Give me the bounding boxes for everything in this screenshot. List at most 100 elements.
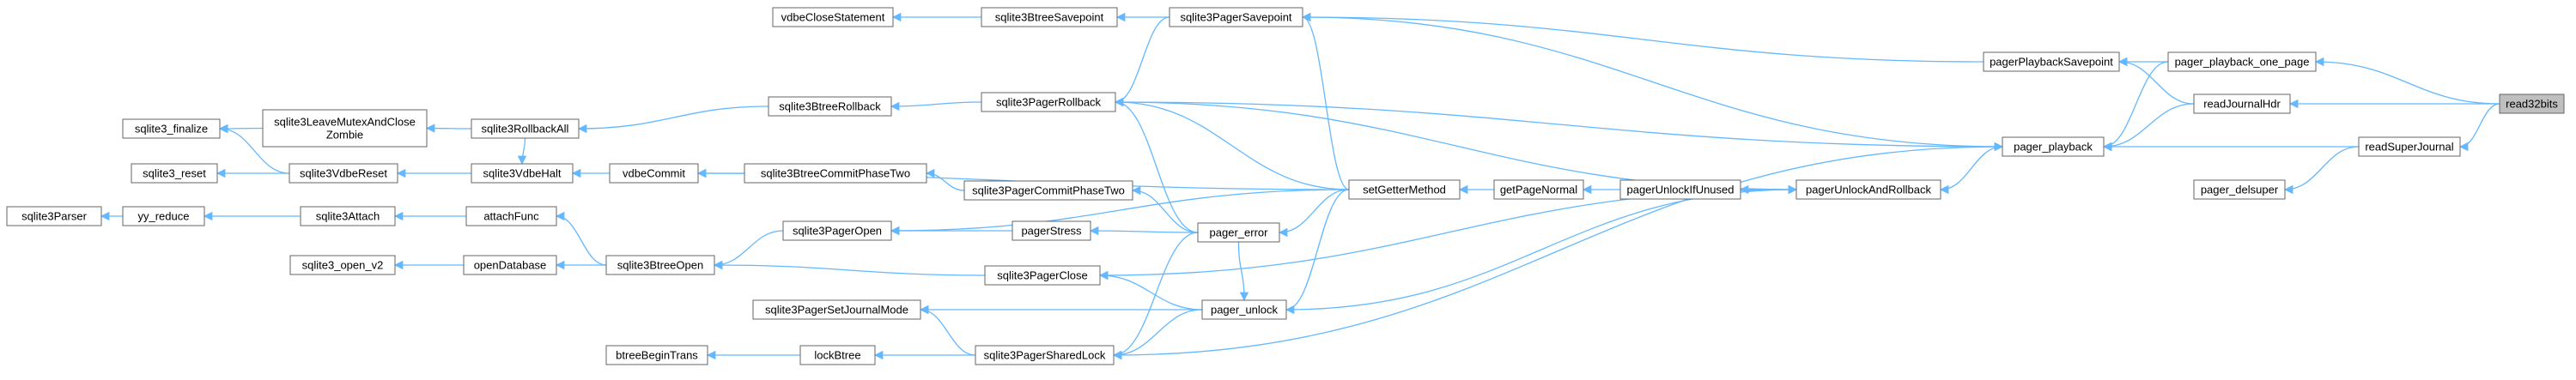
- edge-sqlite3-pager-open-to-sqlite3-btree-open: [713, 230, 784, 270]
- node-sqlite3-attach[interactable]: sqlite3Attach: [300, 206, 396, 226]
- edge-sqlite3-pager-close-to-sqlite3-btree-open: [713, 260, 986, 276]
- node-sqlite3-finalize[interactable]: sqlite3_finalize: [122, 118, 221, 139]
- node-sqlite3-btree-commit-phase-two[interactable]: sqlite3BtreeCommitPhaseTwo: [744, 163, 927, 184]
- node-read-journal-hdr[interactable]: readJournalHdr: [2193, 93, 2291, 114]
- node-label: pager_unlock: [1211, 304, 1279, 317]
- node-sqlite3-pager-open[interactable]: sqlite3PagerOpen: [782, 220, 892, 241]
- node-open-database[interactable]: openDatabase: [463, 255, 557, 275]
- node-box: [799, 345, 876, 365]
- edge-sqlite3-vdbe-reset-to-sqlite3-finalize: [218, 124, 290, 174]
- node-get-page-normal[interactable]: getPageNormal: [1493, 179, 1584, 200]
- node-label: attachFunc: [483, 210, 539, 223]
- node-box: [1983, 51, 2120, 72]
- node-pager-playback-one-page[interactable]: pager_playback_one_page: [2167, 51, 2317, 72]
- node-sqlite3-open-v2[interactable]: sqlite3_open_v2: [289, 255, 396, 275]
- node-sqlite3-reset[interactable]: sqlite3_reset: [131, 163, 218, 184]
- node-label: btreeBeginTrans: [616, 349, 698, 362]
- edge-pager-playback-one-page-to-pager-playback: [2102, 61, 2169, 152]
- node-sqlite3-pager-savepoint[interactable]: sqlite3PagerSavepoint: [1169, 7, 1303, 27]
- node-yy-reduce[interactable]: yy_reduce: [122, 206, 205, 226]
- node-box: [1169, 7, 1303, 27]
- edge-set-getter-method-to-pager-error: [1278, 189, 1350, 238]
- node-btree-begin-trans[interactable]: btreeBeginTrans: [605, 345, 708, 365]
- edge-set-getter-method-to-sqlite3-pager-open: [890, 189, 1350, 236]
- edge-set-getter-method-to-sqlite3-pager-savepoint: [1301, 12, 1350, 190]
- node-label: pagerStress: [1021, 225, 1082, 238]
- node-label: readJournalHdr: [2203, 98, 2281, 111]
- node-box: [1348, 179, 1461, 200]
- node-vdbe-close-statement[interactable]: vdbeCloseStatement: [772, 7, 894, 27]
- edge-pager-error-to-pager-unlock: [1237, 241, 1249, 302]
- node-read32bits[interactable]: read32bits: [2499, 93, 2565, 114]
- node-sqlite3-pager-commit-phase-two[interactable]: sqlite3PagerCommitPhaseTwo: [963, 180, 1133, 201]
- edge-sqlite3-pager-commit-phase-two-to-sqlite3-btree-commit-phase-two: [925, 168, 965, 191]
- node-pager-stress[interactable]: pagerStress: [1012, 220, 1091, 241]
- node-label: sqlite3PagerCommitPhaseTwo: [972, 184, 1125, 197]
- node-box: [984, 265, 1101, 286]
- edge-read-super-journal-to-pager-delsuper: [2283, 146, 2360, 195]
- node-sqlite3-pager-close[interactable]: sqlite3PagerClose: [984, 265, 1101, 286]
- node-box: [605, 255, 715, 275]
- node-label: pager_delsuper: [2201, 184, 2279, 196]
- node-pager-playback[interactable]: pager_playback: [2002, 136, 2105, 157]
- node-box: [981, 7, 1118, 27]
- node-sqlite3-btree-rollback[interactable]: sqlite3BtreeRollback: [768, 96, 892, 117]
- node-pager-unlock[interactable]: pager_unlock: [1201, 299, 1287, 320]
- node-box: [122, 206, 205, 226]
- node-sqlite3-vdbe-reset[interactable]: sqlite3VdbeReset: [289, 163, 398, 184]
- node-pager-playback-savepoint[interactable]: pagerPlaybackSavepoint: [1983, 51, 2120, 72]
- node-label: setGetterMethod: [1363, 184, 1446, 196]
- node-sqlite3-pager-rollback[interactable]: sqlite3PagerRollback: [981, 92, 1116, 112]
- edge-pager-unlock-to-sqlite3-pager-shared-lock: [1112, 309, 1203, 360]
- node-box: [2499, 93, 2565, 114]
- node-read-super-journal[interactable]: readSuperJournal: [2358, 136, 2461, 157]
- node-set-getter-method[interactable]: setGetterMethod: [1348, 179, 1461, 200]
- node-label: sqlite3BtreeOpen: [617, 259, 703, 272]
- node-label: sqlite3_open_v2: [302, 259, 384, 272]
- node-label: sqlite3LeaveMutexAndClose: [274, 116, 416, 129]
- node-box: [1012, 220, 1091, 241]
- edge-layer: [100, 12, 2500, 360]
- edge-pager-playback-to-sqlite3-pager-shared-lock: [1112, 146, 2003, 360]
- node-pager-unlock-if-unused[interactable]: pagerUnlockIfUnused: [1619, 179, 1741, 200]
- node-label: vdbeCloseStatement: [781, 11, 885, 24]
- node-box: [289, 163, 398, 184]
- node-pager-delsuper[interactable]: pager_delsuper: [2193, 179, 2286, 200]
- edge-set-getter-method-to-pager-unlock: [1285, 189, 1350, 315]
- node-box: [465, 206, 557, 226]
- node-box: [981, 92, 1116, 112]
- node-box: [122, 118, 221, 139]
- node-sqlite3-btree-open[interactable]: sqlite3BtreeOpen: [605, 255, 715, 275]
- node-sqlite3-rollback-all[interactable]: sqlite3RollbackAll: [471, 118, 580, 139]
- node-label: pagerPlaybackSavepoint: [1990, 56, 2113, 69]
- node-label: pagerUnlockAndRollback: [1806, 184, 1931, 196]
- node-label: lockBtree: [814, 349, 860, 362]
- node-box: [752, 299, 921, 320]
- edge-pager-unlock-to-sqlite3-pager-close: [1098, 270, 1203, 311]
- node-label: sqlite3PagerSavepoint: [1180, 11, 1291, 24]
- node-box: [2193, 179, 2286, 200]
- node-label: pagerUnlockIfUnused: [1626, 184, 1734, 196]
- node-lock-btree[interactable]: lockBtree: [799, 345, 876, 365]
- node-sqlite3-vdbe-halt[interactable]: sqlite3VdbeHalt: [471, 163, 574, 184]
- node-sqlite3-pager-set-journal-mode[interactable]: sqlite3PagerSetJournalMode: [752, 299, 921, 320]
- edge-pager-error-to-sqlite3-pager-shared-lock: [1112, 232, 1199, 360]
- node-sqlite3-btree-savepoint[interactable]: sqlite3BtreeSavepoint: [981, 7, 1118, 27]
- node-label: sqlite3PagerRollback: [996, 96, 1102, 109]
- node-vdbe-commit[interactable]: vdbeCommit: [609, 163, 699, 184]
- node-label: read32bits: [2506, 98, 2558, 111]
- node-pager-error[interactable]: pager_error: [1197, 222, 1280, 243]
- node-sqlite3-parser[interactable]: sqlite3Parser: [6, 206, 102, 226]
- node-label: pager_playback_one_page: [2175, 56, 2310, 69]
- node-attach-func[interactable]: attachFunc: [465, 206, 557, 226]
- edge-read32bits-to-read-super-journal: [2458, 103, 2500, 152]
- node-label: sqlite3BtreeRollback: [779, 100, 881, 113]
- edge-sqlite3-pager-savepoint-to-sqlite3-pager-rollback: [1114, 16, 1170, 107]
- node-sqlite3-pager-shared-lock[interactable]: sqlite3PagerSharedLock: [975, 345, 1115, 365]
- edge-read-journal-hdr-to-pager-playback: [2102, 103, 2195, 152]
- node-pager-unlock-and-rollback[interactable]: pagerUnlockAndRollback: [1795, 179, 1941, 200]
- node-box: [1493, 179, 1584, 200]
- node-box: [471, 163, 574, 184]
- node-box: [289, 255, 396, 275]
